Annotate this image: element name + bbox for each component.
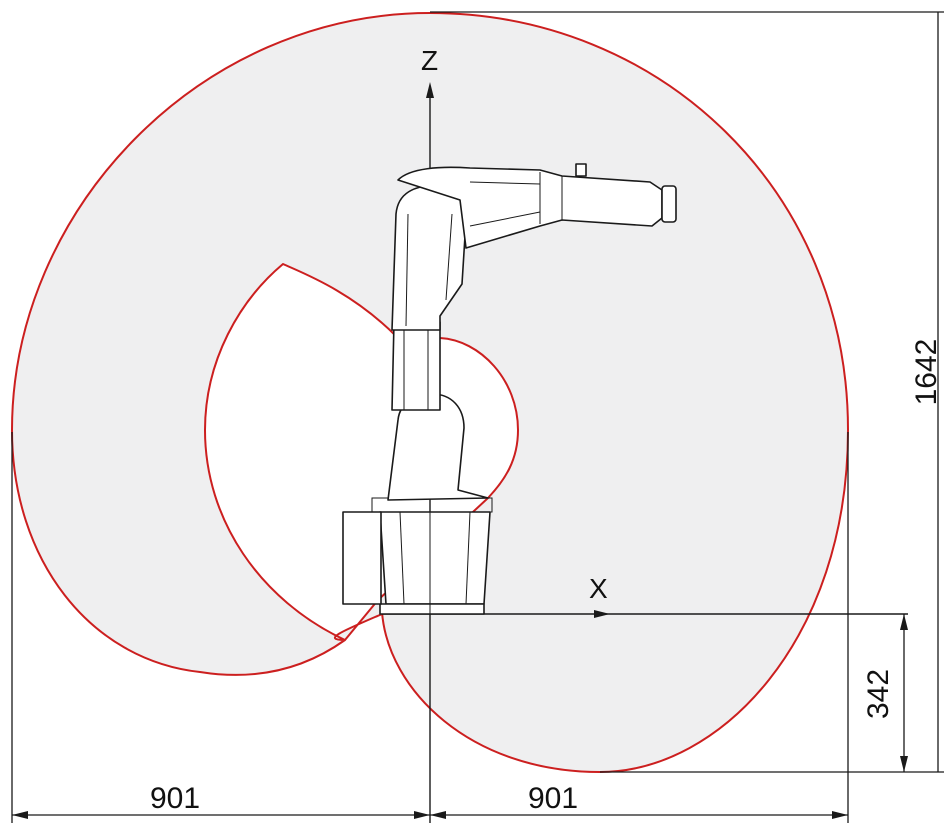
dim-reach-right (430, 432, 849, 823)
robot-base-foot (379, 603, 485, 615)
z-axis-label: Z (421, 45, 438, 76)
robot-connector-box (342, 511, 382, 605)
robot-flange (661, 185, 677, 223)
x-axis-label: X (589, 573, 608, 604)
robot-base (379, 511, 491, 605)
robot-forearm (397, 166, 663, 249)
robot-wrist-cap (575, 163, 587, 177)
robot-arm (342, 163, 677, 615)
dim-reach-right-label: 901 (528, 782, 578, 815)
dim-reach-left (11, 432, 430, 823)
robot-upper-link (391, 321, 441, 411)
dim-reach-left-label: 901 (150, 782, 200, 815)
dim-reach-height-label: 1642 (910, 339, 943, 406)
dim-below-base (900, 614, 908, 772)
dim-reach-height (430, 11, 944, 773)
dim-below-base-label: 342 (862, 669, 895, 719)
